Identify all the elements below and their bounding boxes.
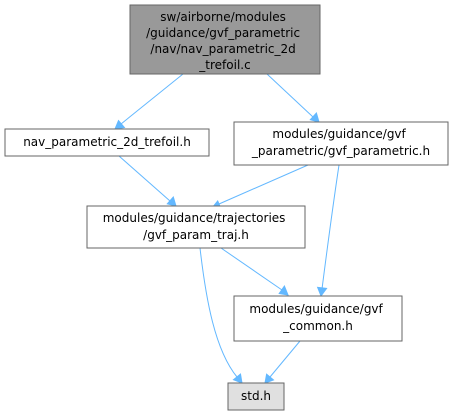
node-label-line: std.h [241,389,271,403]
node-label-line: _trefoil.c [198,58,250,72]
edge-trefoil-c-to-gvf-parametric-h [266,73,320,123]
node-box [227,382,285,411]
edge-gvf-parametric-h-to-gvf-common-h [316,164,340,298]
node-label: sw/airborne/modules /guidance/gvf_parame… [146,10,304,72]
node-box [233,295,403,342]
node-label: modules/guidance/gvf _parametric/gvf_par… [251,127,430,158]
edge-trefoil-h-to-gvf-param-traj-h [118,155,177,207]
node-box [129,4,321,75]
node-nav-parametric-2d-trefoil-c[interactable]: sw/airborne/modules /guidance/gvf_parame… [129,4,321,75]
node-label-line: modules/guidance/gvf [249,302,383,316]
node-label-line: modules/guidance/gvf [272,127,406,141]
node-nav-parametric-2d-trefoil-h[interactable]: nav_parametric_2d_trefoil.h [4,128,210,157]
node-box [86,205,306,249]
node-label: nav_parametric_2d_trefoil.h [23,135,191,149]
node-gvf-parametric-h[interactable]: modules/guidance/gvf _parametric/gvf_par… [233,121,449,166]
node-box [4,128,210,157]
node-label-line: /nav/nav_parametric_2d [150,42,295,56]
node-gvf-common-h[interactable]: modules/guidance/gvf _common.h [233,295,403,342]
edge-gvf-common-h-to-std-h [264,340,301,384]
nodes: sw/airborne/modules /guidance/gvf_parame… [4,4,449,411]
node-label: std.h [241,389,271,403]
node-label-line: modules/guidance/trajectories [103,211,286,225]
node-label-line: /guidance/gvf_parametric [146,26,300,40]
node-label-line: _parametric/gvf_parametric.h [251,144,430,158]
node-label: modules/guidance/trajectories /gvf_param… [103,211,290,242]
node-label: modules/guidance/gvf _common.h [249,302,386,333]
edge-gvf-parametric-h-to-gvf-param-traj-h [211,164,309,210]
edge-gvf-param-traj-h-to-gvf-common-h [220,247,289,296]
node-label-line: sw/airborne/modules [160,10,286,24]
edge-gvf-param-traj-h-to-std-h [199,247,243,384]
edge-trefoil-c-to-trefoil-h [114,73,184,130]
node-gvf-param-traj-h[interactable]: modules/guidance/trajectories /gvf_param… [86,205,306,249]
node-box [233,121,449,166]
node-std-h[interactable]: std.h [227,382,285,411]
node-label-line: /gvf_param_traj.h [143,228,249,242]
node-label-line: _common.h [282,319,353,333]
node-label-line: nav_parametric_2d_trefoil.h [23,135,191,149]
